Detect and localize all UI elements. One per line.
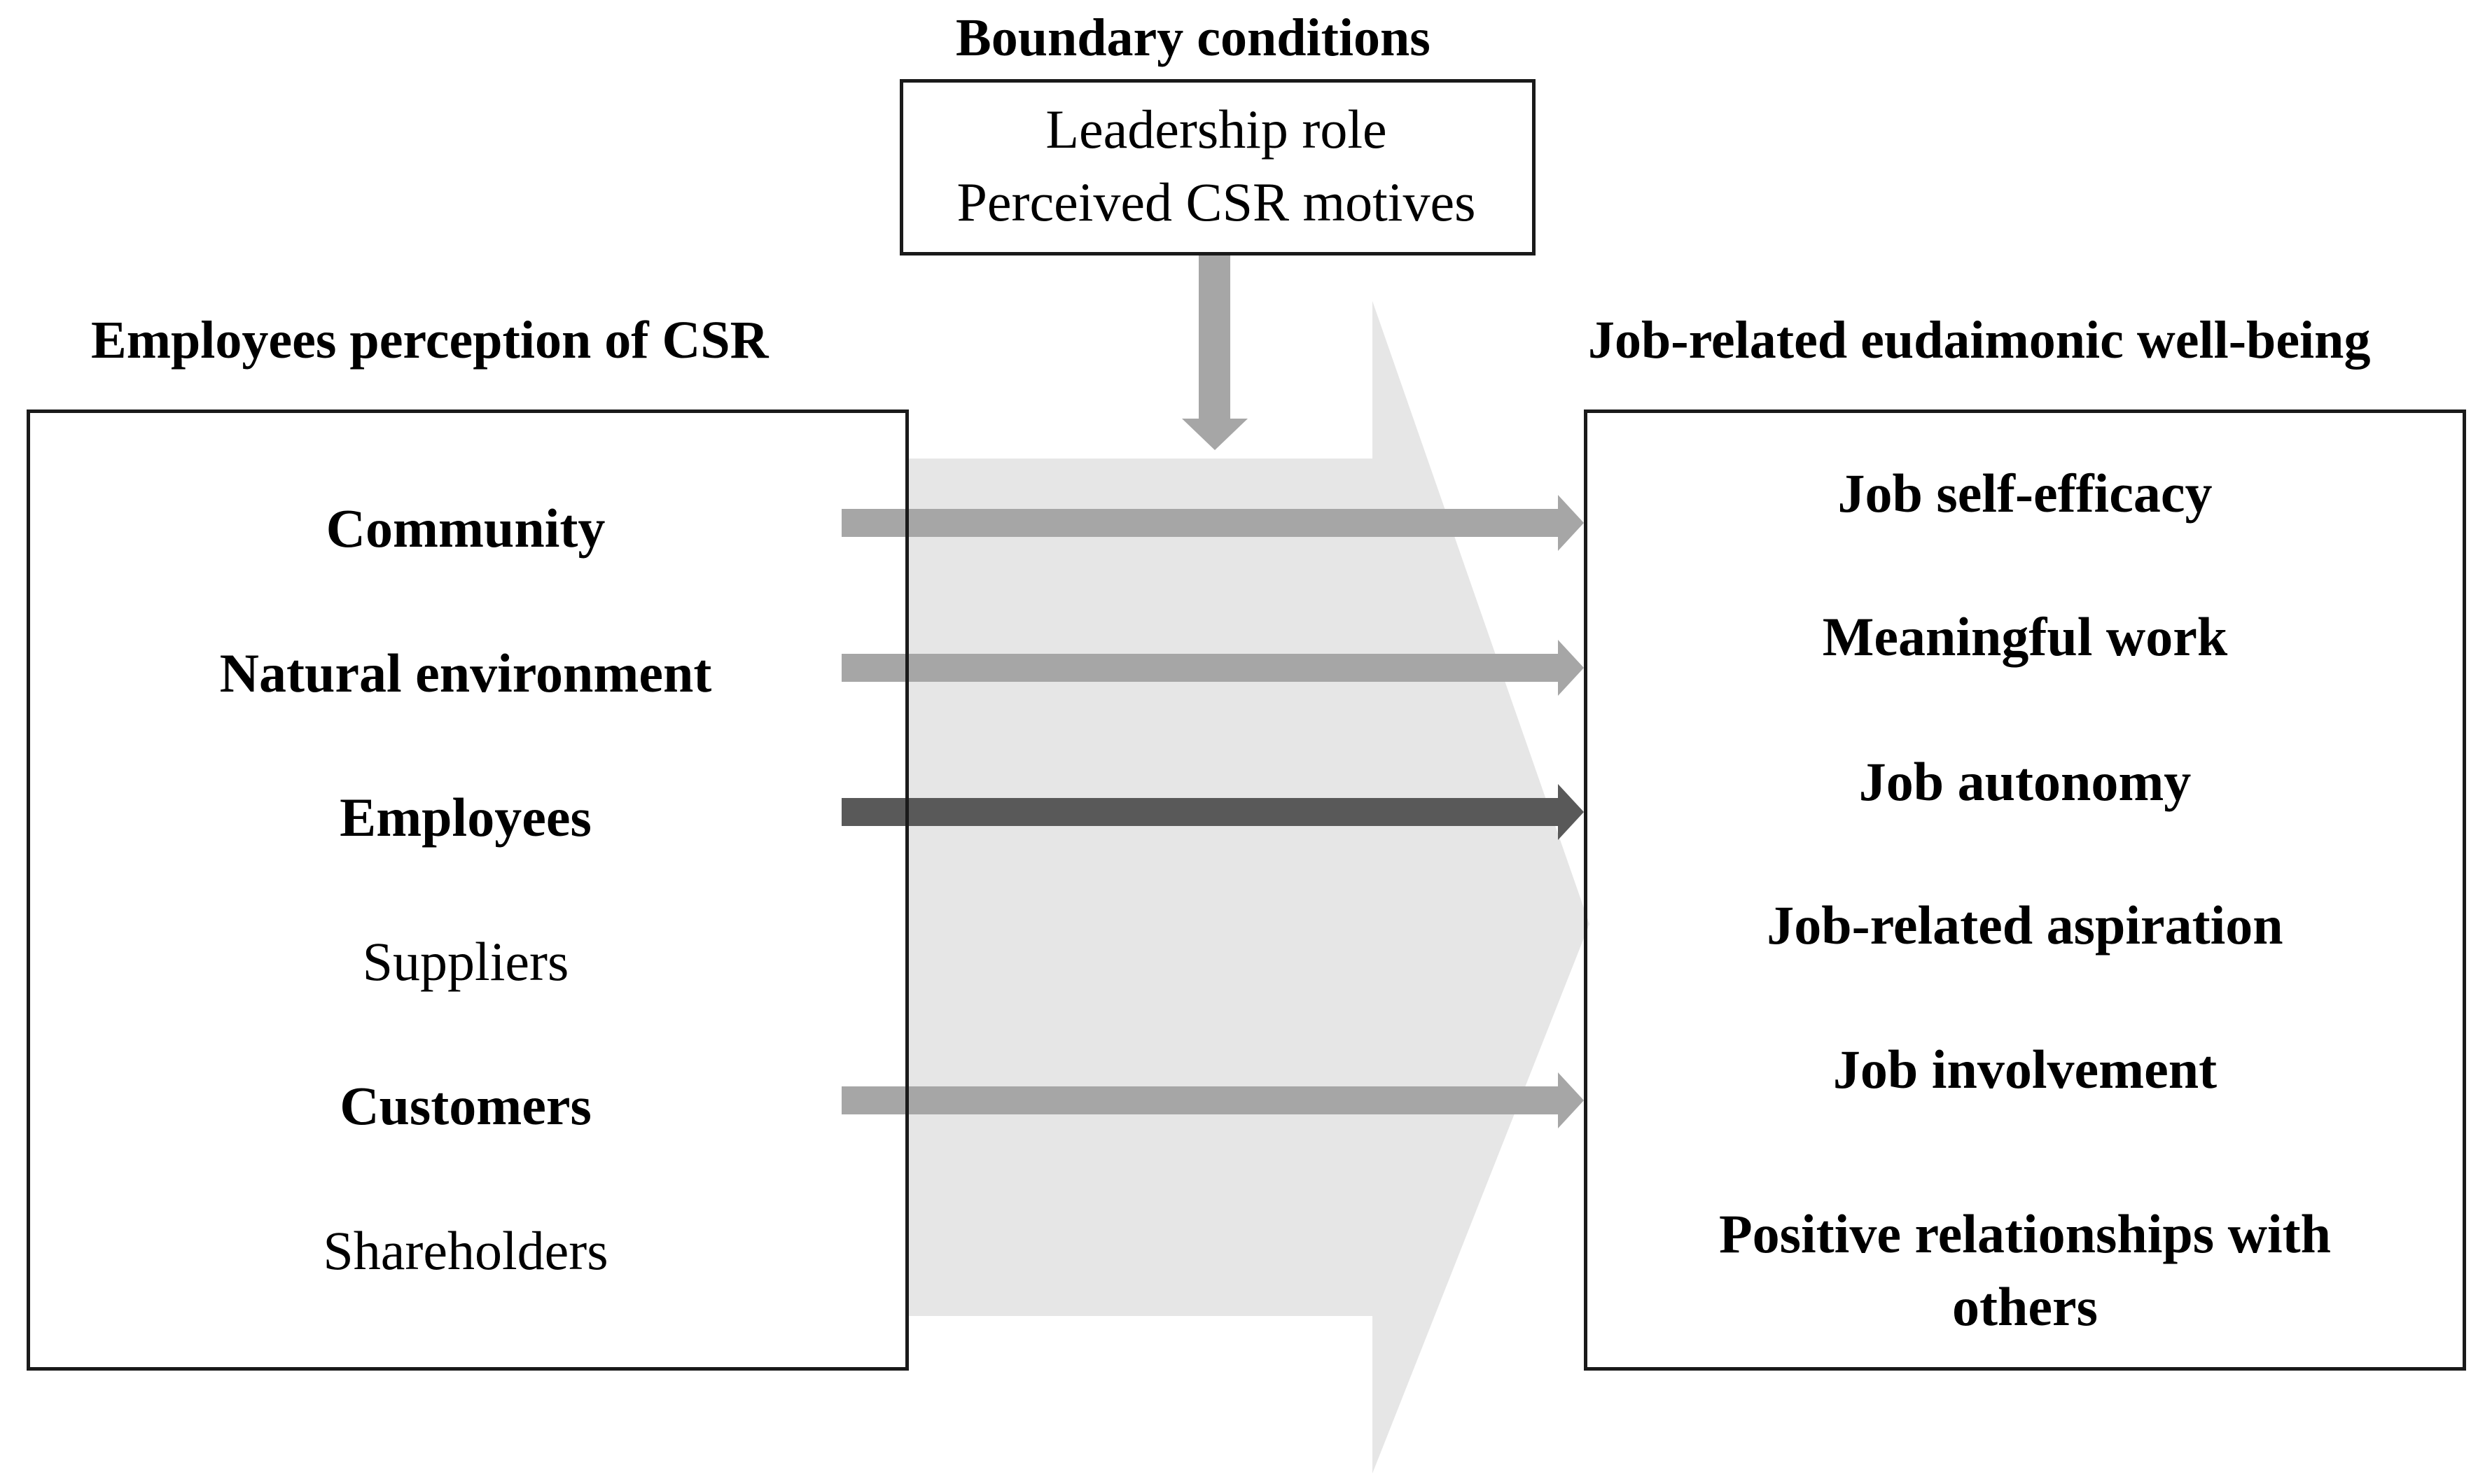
right-item-positive-relationships-with-others: Positive relationships with others [1719, 1203, 2331, 1337]
arrow-shaft [842, 1086, 1558, 1114]
connector-arrows [842, 495, 1584, 1128]
right-column-title: Job-related eudaimonic well-being [1588, 311, 2371, 370]
right-wellbeing-box [1584, 410, 2466, 1371]
arrow-shaft [842, 509, 1558, 537]
right-item-job-involvement: Job involvement [1832, 1039, 2218, 1100]
arrow-shaft [842, 798, 1558, 826]
arrow-shaft [842, 654, 1558, 682]
left-item-customers: Customers [340, 1075, 592, 1136]
boundary-conditions-title: Boundary conditions [956, 8, 1431, 67]
big-background-arrow [907, 301, 1589, 1474]
arrow-head [1558, 640, 1584, 696]
arrow-employees [842, 784, 1584, 840]
boundary-arrow-head [1182, 419, 1248, 450]
left-item-employees: Employees [340, 787, 592, 848]
arrow-head [1558, 1072, 1584, 1128]
right-item-meaningful-work: Meaningful work [1822, 606, 2228, 667]
arrow-head [1558, 784, 1584, 840]
boundary-down-arrow [1182, 255, 1248, 450]
left-column-title: Employees perception of CSR [91, 311, 769, 370]
arrow-community [842, 495, 1584, 551]
left-item-community: Community [326, 498, 606, 559]
left-item-natural-environment: Natural environment [219, 643, 712, 704]
boundary-item-perceived-csr-motives: Perceived CSR motives [956, 172, 1476, 232]
boundary-conditions-box [900, 79, 1536, 255]
arrow-natural-environment [842, 640, 1584, 696]
left-perception-box [27, 410, 909, 1371]
arrow-head [1558, 495, 1584, 551]
right-item-job-self-efficacy: Job self-efficacy [1837, 463, 2213, 524]
right-item-job-related-aspiration: Job-related aspiration [1767, 895, 2283, 955]
boundary-item-leadership-role: Leadership role [1045, 99, 1387, 160]
left-item-suppliers: Suppliers [362, 931, 569, 992]
boundary-arrow-shaft [1199, 255, 1230, 420]
left-item-shareholders: Shareholders [323, 1220, 608, 1281]
right-item-job-autonomy: Job autonomy [1858, 751, 2192, 812]
arrow-customers [842, 1072, 1584, 1128]
